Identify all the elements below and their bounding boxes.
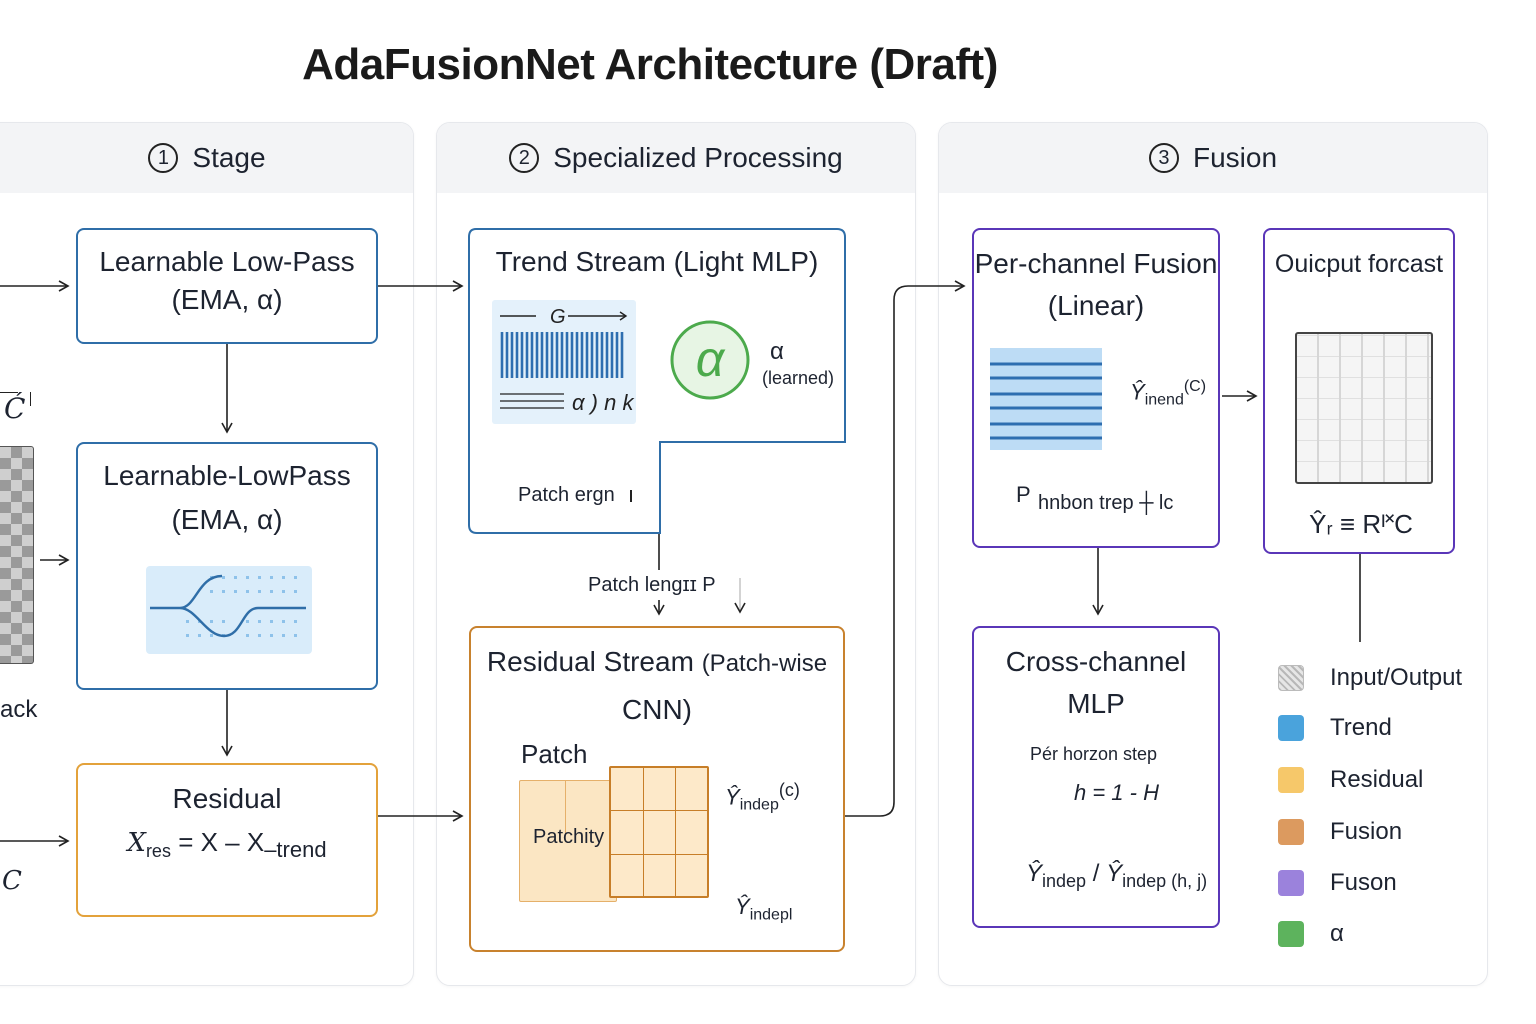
per-channel-p: P: [1016, 482, 1031, 507]
trend-ank-label: α ) n k: [572, 390, 634, 415]
lowpass-2-line2: (EMA, α): [171, 504, 283, 536]
cross-per-horizon: Pér horzon step: [1030, 744, 1158, 764]
stage-1-header: 1 Stage: [0, 123, 413, 193]
stage-2-header: 2 Specialized Processing: [437, 123, 915, 193]
checker-stack: [0, 446, 34, 664]
hatched-square-icon: [1278, 665, 1304, 691]
left-edge-tick: [30, 392, 31, 406]
alpha-small-label: α: [770, 338, 784, 365]
residual-title: Residual: [172, 783, 282, 814]
residual-box[interactable]: Residual Xres = X – X–trend: [76, 763, 378, 917]
stage-1-number: 1: [148, 143, 179, 173]
legend-label-residual: Residual: [1330, 766, 1424, 793]
output-grid-icon: [1295, 332, 1433, 484]
yellow-square-icon: [1278, 767, 1304, 793]
trend-stream-box[interactable]: Trend Stream (Light MLP) G α ) n k α α (…: [468, 228, 846, 534]
output-formula: Ŷᵣ ≡ Rᴵ˟C: [1309, 509, 1413, 539]
left-edge-c-hat: Ć: [4, 392, 26, 425]
trend-stream-title: Trend Stream (Light MLP): [495, 246, 819, 277]
cross-y-formula: Ŷindep / Ŷindep (h, j): [1026, 860, 1208, 891]
blue-square-icon: [1278, 715, 1304, 741]
per-channel-yinend: Ŷinend(C): [1130, 378, 1207, 409]
per-channel-fusion-box[interactable]: Per-channel Fusion (Linear) Ŷinend(C) P …: [972, 228, 1220, 548]
alpha-big-label: α: [696, 331, 726, 387]
cross-h-range: h = 1 - H: [1074, 780, 1159, 805]
legend-item-residual: Residual: [1278, 766, 1423, 794]
per-channel-hnbon: hnbon trep ┼ lc: [1038, 492, 1174, 514]
patch-length-label: Patch lengɪɪ P: [586, 574, 718, 597]
per-channel-bars-icon: [990, 348, 1102, 450]
trend-g-label: G: [550, 306, 566, 328]
per-channel-line1: Per-channel Fusion: [974, 248, 1218, 279]
output-forecast-box[interactable]: Ouicput forcast Ŷᵣ ≡ Rᴵ˟C: [1263, 228, 1455, 554]
residual-patch-label: Patch: [521, 739, 588, 769]
legend-label-trend: Trend: [1330, 714, 1392, 741]
residual-yindepl: Ŷindepl: [735, 894, 793, 924]
residual-to-fusion-path: [845, 280, 966, 817]
residual-yindep-c: Ŷindep(c): [725, 780, 800, 814]
cross-channel-line1: Cross-channel: [1005, 646, 1187, 677]
learnable-lowpass-box-1[interactable]: Learnable Low-Pass (EMA, α): [76, 228, 378, 344]
trend-patch-icon: G α ) n k: [492, 300, 636, 424]
residual-patch-grid: [609, 766, 709, 898]
legend-item-fusion: Fusion: [1278, 818, 1402, 846]
stage-2-number: 2: [509, 143, 540, 173]
left-edge-overline: [0, 392, 18, 393]
learnable-lowpass-box-2[interactable]: Learnable-LowPass (EMA, α): [76, 442, 378, 690]
left-edge-c: C: [2, 866, 22, 896]
output-title: Ouicput forcast: [1274, 250, 1444, 278]
legend-label-input-output: Input/Output: [1330, 664, 1463, 691]
alpha-learned-label: (learned): [762, 368, 835, 388]
alpha-circle-icon: α: [670, 320, 750, 400]
residual-stream-box[interactable]: Residual Stream (Patch-wise CNN) Patch P…: [469, 626, 845, 952]
trend-patch-note: Patch ergn: [518, 484, 633, 507]
lowpass-1-line2: (EMA, α): [171, 284, 283, 316]
green-square-icon: [1278, 921, 1304, 947]
residual-stream-title-2: CNN): [622, 694, 692, 726]
legend-label-fuson: Fuson: [1330, 869, 1397, 896]
legend-label-alpha: α: [1330, 920, 1344, 947]
residual-formula: Xres = X – X–trend: [127, 827, 327, 863]
lowpass-2-line1: Learnable-LowPass: [103, 460, 351, 491]
stage-3-header: 3 Fusion: [939, 123, 1487, 193]
cross-channel-line2: MLP: [1067, 688, 1125, 720]
legend-item-trend: Trend: [1278, 714, 1392, 742]
stage-3-number: 3: [1148, 143, 1179, 173]
stage-1-label: Stage: [192, 142, 266, 173]
per-channel-line2: (Linear): [1047, 290, 1145, 322]
page-title: AdaFusionNet Architecture (Draft): [302, 40, 998, 89]
lowpass-1-line1: Learnable Low-Pass: [99, 246, 355, 277]
legend-item-alpha: α: [1278, 920, 1344, 948]
lowpass-filter-icon: [146, 566, 312, 654]
purple-square-icon: [1278, 870, 1304, 896]
stage-3-label: Fusion: [1192, 142, 1278, 173]
legend-item-fuson: Fuson: [1278, 869, 1397, 897]
left-edge-ack: ack: [0, 696, 38, 723]
residual-stream-title-1: Residual Stream (Patch-wise: [486, 646, 828, 677]
cross-channel-mlp-box[interactable]: Cross-channel MLP Pér horzon step h = 1 …: [972, 626, 1220, 928]
residual-patchity-label: Patchity: [533, 826, 605, 848]
stage-2-label: Specialized Processing: [553, 142, 843, 173]
residual-patch-back-tile: [519, 780, 617, 902]
orange-square-icon: [1278, 819, 1304, 845]
legend-item-input-output: Input/Output: [1278, 664, 1462, 692]
residual-patch-back-divider: [565, 780, 566, 836]
legend-label-fusion: Fusion: [1330, 818, 1403, 845]
